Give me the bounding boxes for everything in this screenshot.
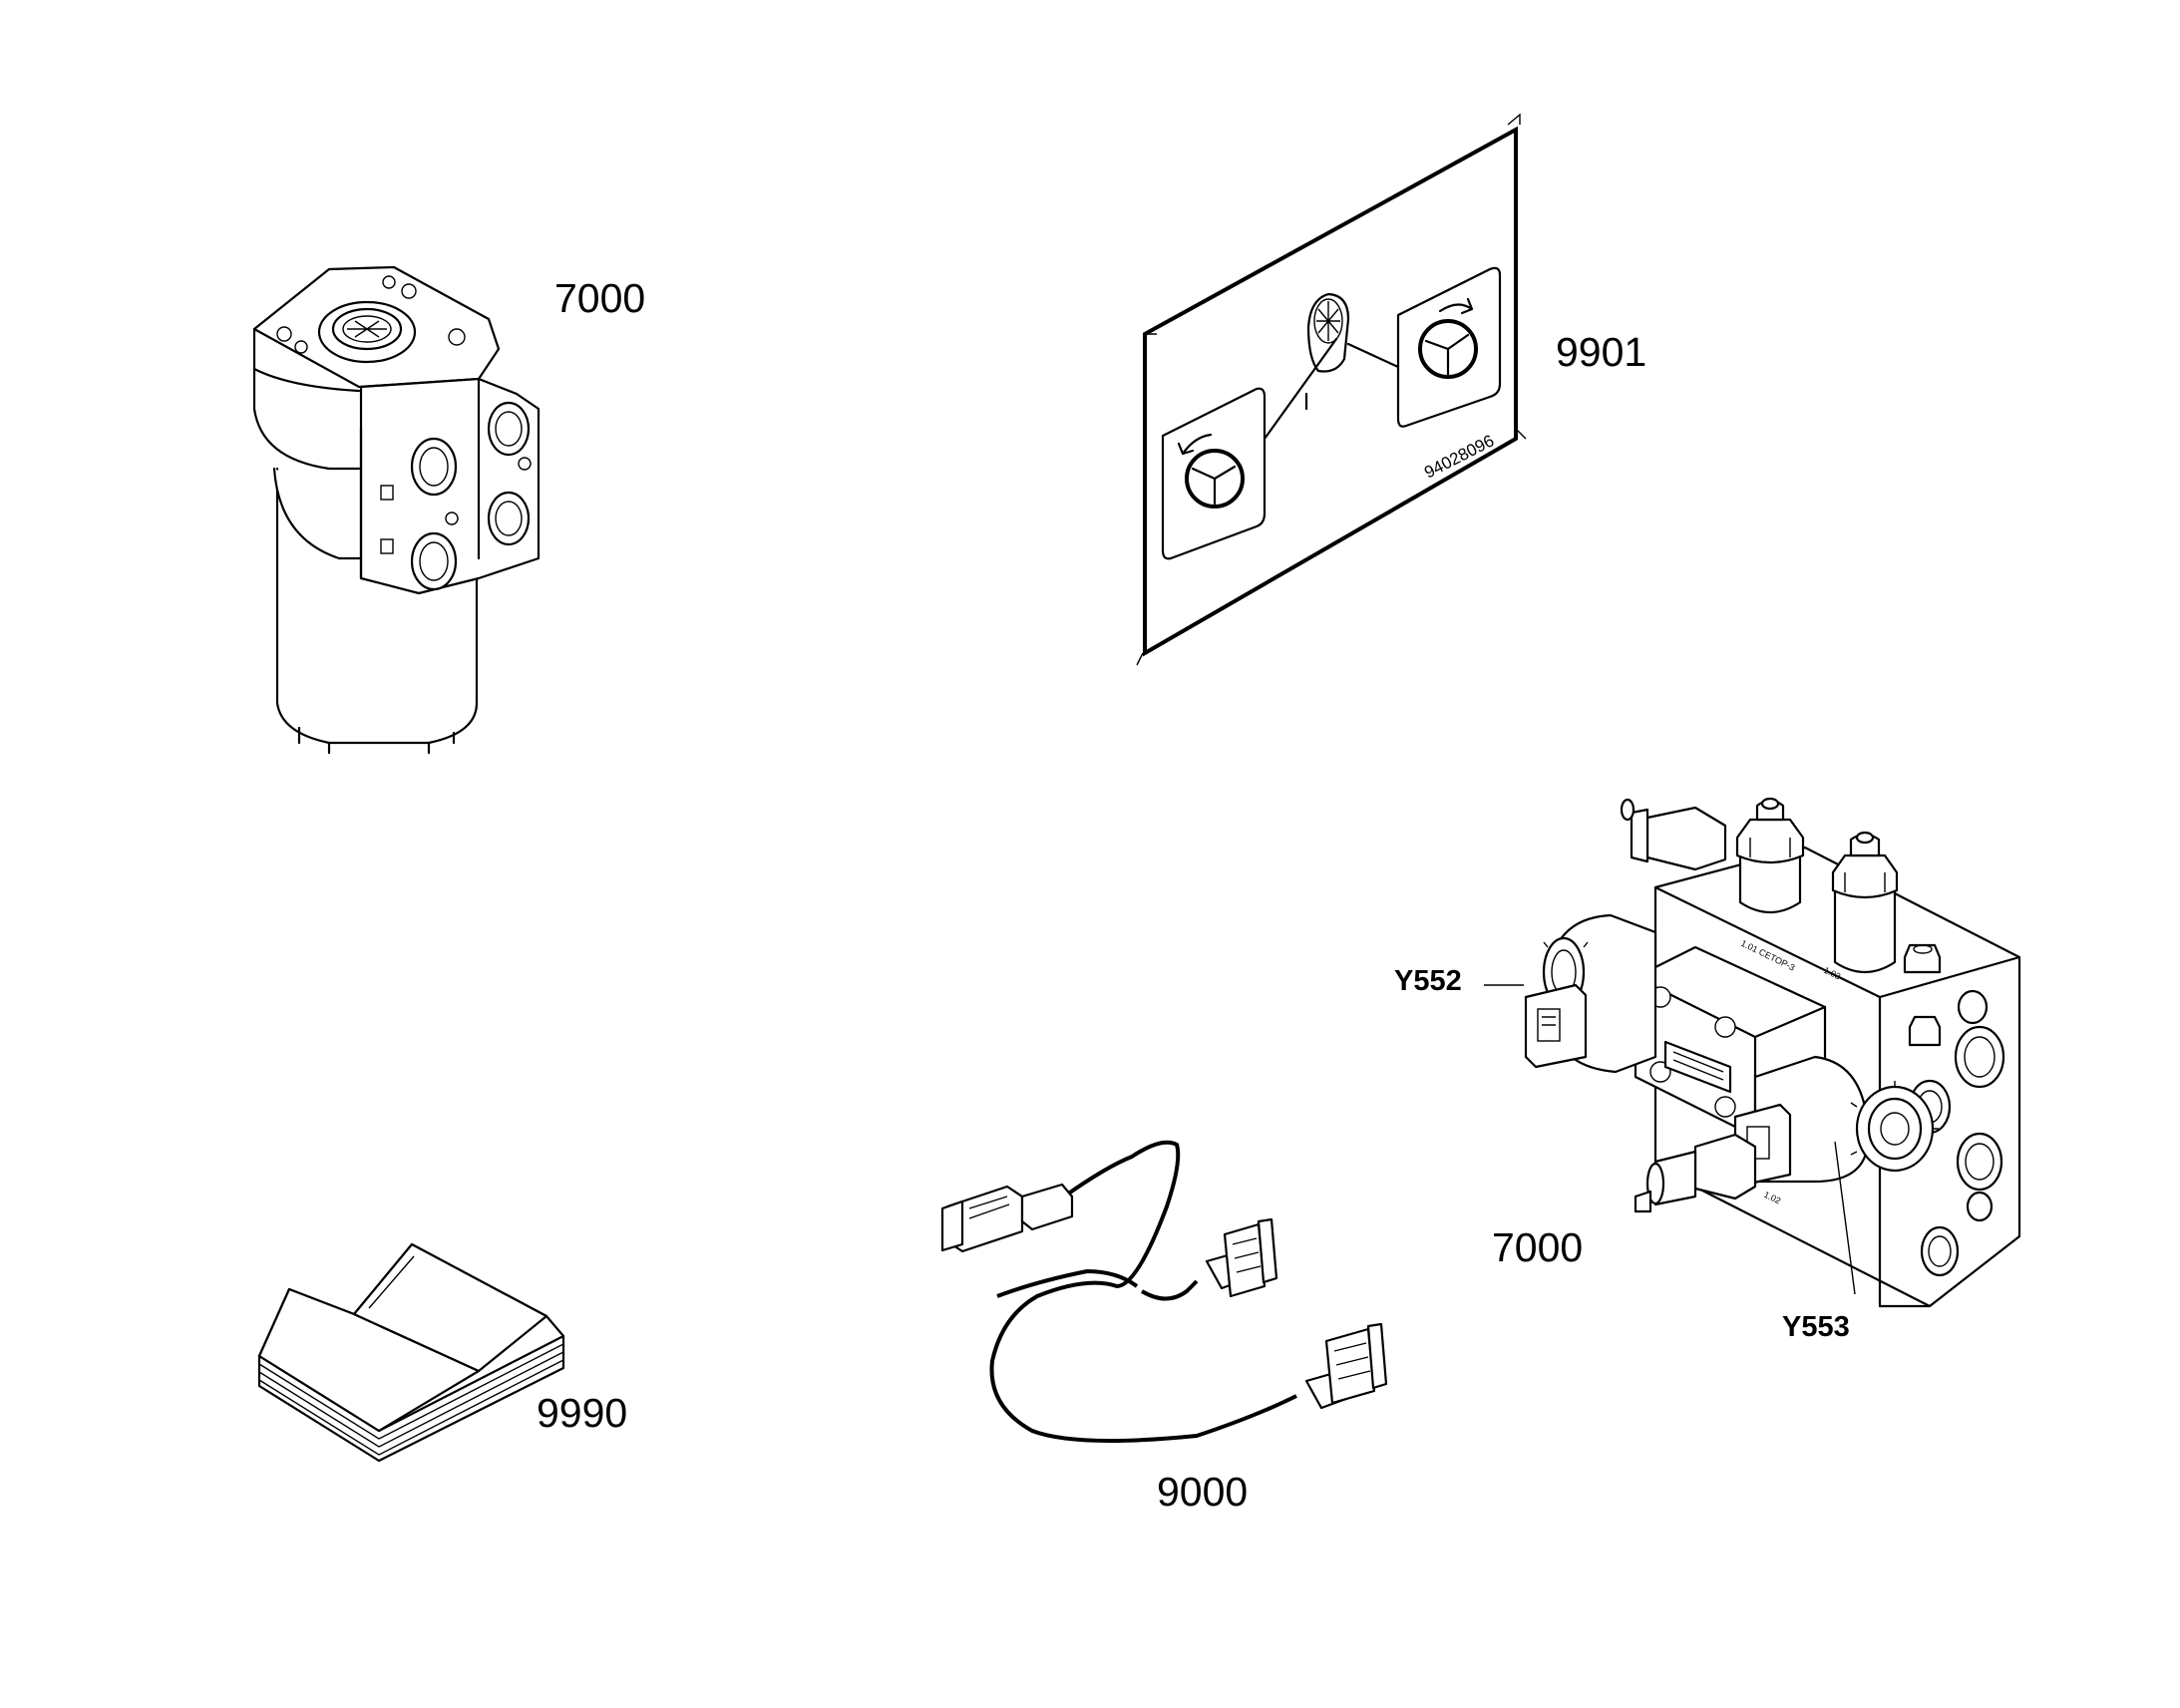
callout-left-solenoid: Y552 [1394, 965, 1462, 997]
part-label-steering-unit: 7000 [554, 275, 645, 321]
callout-right-solenoid: Y553 [1782, 1311, 1850, 1343]
part-label-decal: 9901 [1556, 329, 1646, 375]
manual-drawing [257, 1242, 565, 1463]
wiring-harness-drawing [940, 1140, 1388, 1443]
part-label-wiring-harness: 9000 [1157, 1469, 1248, 1515]
part-label-manual: 9990 [537, 1390, 627, 1436]
steering-unit-drawing [252, 265, 541, 755]
part-label-control-valve: 7000 [1492, 1224, 1583, 1270]
decal-drawing [1136, 113, 1527, 666]
control-valve-drawing [1484, 797, 2021, 1308]
